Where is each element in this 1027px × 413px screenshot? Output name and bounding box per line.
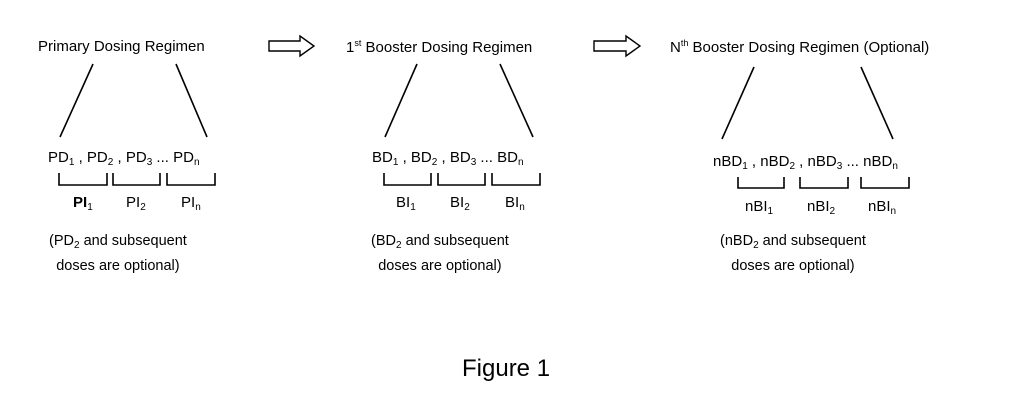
interval-label: BI2: [450, 194, 470, 213]
ordinal-number: N: [670, 39, 681, 56]
ordinal-suffix: st: [354, 38, 362, 48]
title-text: Primary Dosing Regimen: [38, 38, 205, 55]
title-text: Booster Dosing Regimen: [361, 39, 533, 56]
branch-line-right: [175, 63, 208, 138]
figure-caption: Figure 1: [462, 355, 551, 382]
optional-note-nth-booster: (nBD2 and subsequent doses are optional): [720, 231, 866, 277]
dose-label: BD1 ,: [372, 149, 411, 168]
dose-label: BD2 ,: [410, 149, 450, 168]
title-text: Booster Dosing Regimen (Optional): [688, 39, 930, 56]
interval-bracket: [58, 173, 108, 186]
dose-label: nBDn: [863, 153, 898, 172]
interval-label: BI1: [396, 194, 416, 213]
interval-bracket: [166, 173, 216, 186]
dose-label: PD3 ...: [125, 149, 174, 168]
dose-label: nBD3 ...: [807, 153, 864, 172]
branch-line-right: [860, 66, 894, 140]
branch-line-right: [499, 63, 534, 138]
arrow-right-icon: [593, 34, 642, 58]
note-line-1: (BD2 and subsequent: [371, 233, 509, 251]
ordinal-suffix: th: [680, 38, 689, 48]
note-line-2: doses are optional): [731, 258, 855, 274]
ordinal-number: 1: [346, 39, 355, 56]
interval-bracket: [860, 177, 910, 189]
interval-bracket: [737, 177, 785, 189]
note-line-2: doses are optional): [56, 258, 180, 274]
branch-line-left: [59, 63, 94, 138]
arrow-right-icon: [268, 34, 316, 58]
interval-label: nBIn: [868, 198, 897, 217]
dose-label: PD2 ,: [86, 149, 126, 168]
dose-label: PD1 ,: [48, 149, 87, 168]
dose-label: BDn: [497, 149, 524, 168]
optional-note-primary: (PD2 and subsequent doses are optional): [49, 231, 187, 277]
interval-bracket: [491, 173, 541, 186]
interval-label: nBI2: [807, 198, 836, 217]
interval-label: PI1: [73, 194, 93, 213]
regimen-title-first-booster: 1st Booster Dosing Regimen: [346, 38, 532, 56]
note-line-2: doses are optional): [378, 258, 502, 274]
note-line-1: (PD2 and subsequent: [49, 233, 187, 251]
dose-label: BD3 ...: [449, 149, 498, 168]
dose-label: nBD1 ,: [713, 153, 761, 172]
dose-label: PDn: [173, 149, 200, 168]
interval-label: nBI1: [745, 198, 774, 217]
dose-sequence-first-booster: BD1 , BD2 , BD3 ... BDn: [372, 149, 524, 168]
dose-sequence-primary: PD1 , PD2 , PD3 ... PDn: [48, 149, 200, 168]
branch-line-left: [384, 63, 418, 138]
interval-bracket: [437, 173, 486, 186]
interval-label: PI2: [126, 194, 146, 213]
regimen-title-nth-booster: Nth Booster Dosing Regimen (Optional): [670, 38, 929, 56]
note-line-1: (nBD2 and subsequent: [720, 233, 866, 251]
interval-bracket: [112, 173, 161, 186]
branch-line-left: [721, 66, 755, 140]
optional-note-first-booster: (BD2 and subsequent doses are optional): [371, 231, 509, 277]
interval-label: BIn: [505, 194, 525, 213]
regimen-title-primary: Primary Dosing Regimen: [38, 38, 205, 55]
interval-bracket: [383, 173, 432, 186]
interval-bracket: [799, 177, 849, 189]
interval-label: PIn: [181, 194, 201, 213]
dose-label: nBD2 ,: [760, 153, 808, 172]
dose-sequence-nth-booster: nBD1 , nBD2 , nBD3 ... nBDn: [713, 153, 898, 172]
